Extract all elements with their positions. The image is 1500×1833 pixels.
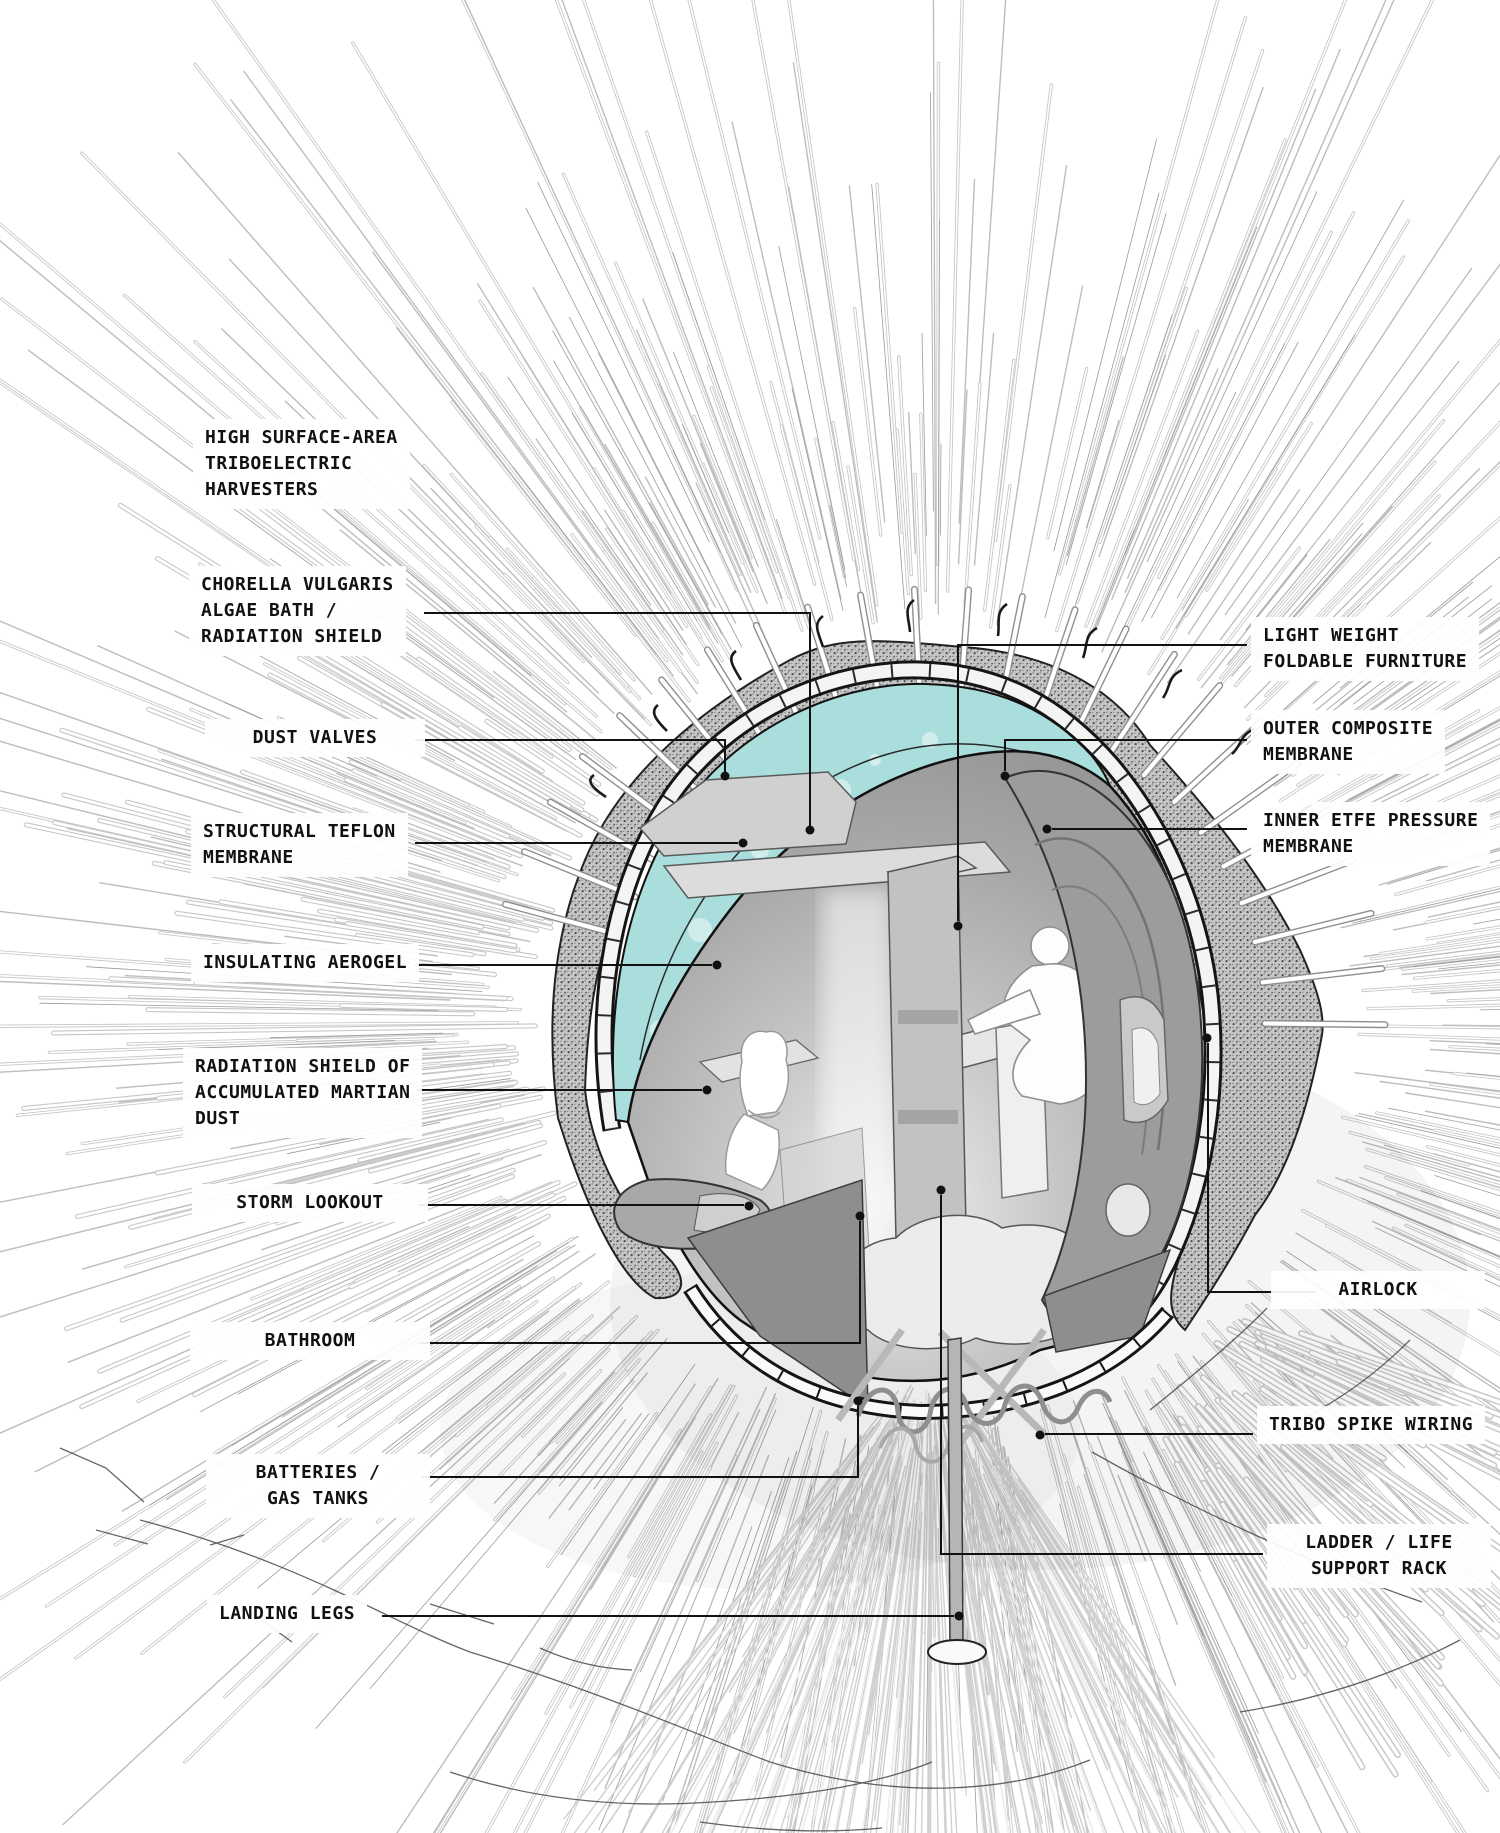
label-foldable-furniture: LIGHT WEIGHT FOLDABLE FURNITURE xyxy=(1251,617,1480,681)
label-outer-composite-membrane: OUTER COMPOSITE MEMBRANE xyxy=(1251,710,1446,774)
label-ladder-life-support: LADDER / LIFE SUPPORT RACK xyxy=(1267,1524,1491,1588)
leader-dust-valves xyxy=(415,739,726,772)
label-high-surface-area: HIGH SURFACE-AREA TRIBOELECTRIC HARVESTE… xyxy=(193,419,410,509)
leader-bathroom xyxy=(420,1221,861,1344)
label-dust-valves: DUST VALVES xyxy=(205,719,425,757)
label-insulating-aerogel: INSULATING AEROGEL xyxy=(191,944,420,982)
leader-batteries xyxy=(422,1406,859,1478)
label-inner-etfe-membrane: INNER ETFE PRESSURE MEMBRANE xyxy=(1251,802,1491,866)
label-bathroom: BATHROOM xyxy=(190,1322,430,1360)
label-chorella-algae-bath: CHORELLA VULGARIS ALGAE BATH / RADIATION… xyxy=(189,566,406,656)
leader-lines xyxy=(382,612,1316,1617)
astronaut-male-figure xyxy=(966,926,1102,1105)
label-structural-teflon-membrane: STRUCTURAL TEFLON MEMBRANE xyxy=(191,813,408,877)
tribo-spike-wiring xyxy=(855,1383,1113,1464)
leader-furniture xyxy=(957,644,1247,921)
airlock-bubble xyxy=(1003,769,1204,1328)
label-airlock: AIRLOCK xyxy=(1271,1271,1485,1309)
landing-leg xyxy=(927,1337,987,1665)
label-storm-lookout: STORM LOOKOUT xyxy=(192,1184,428,1222)
leader-outer-membrane xyxy=(1004,739,1247,771)
leader-dots xyxy=(702,771,1212,1621)
astronaut-female-figure xyxy=(724,1030,790,1191)
label-tribo-spike-wiring: TRIBO SPIKE WIRING xyxy=(1257,1406,1486,1444)
habitat-pod xyxy=(501,585,1389,1665)
label-radiation-shield: RADIATION SHIELD OF ACCUMULATED MARTIAN … xyxy=(183,1048,423,1138)
label-landing-legs: LANDING LEGS xyxy=(207,1595,368,1633)
bottom-hull-band xyxy=(683,1283,1175,1421)
leader-ladder xyxy=(940,1195,1263,1555)
leader-chorella xyxy=(424,612,811,826)
label-batteries-gas-tanks: BATTERIES / GAS TANKS xyxy=(206,1454,430,1518)
lower-compartments xyxy=(686,1178,1172,1410)
